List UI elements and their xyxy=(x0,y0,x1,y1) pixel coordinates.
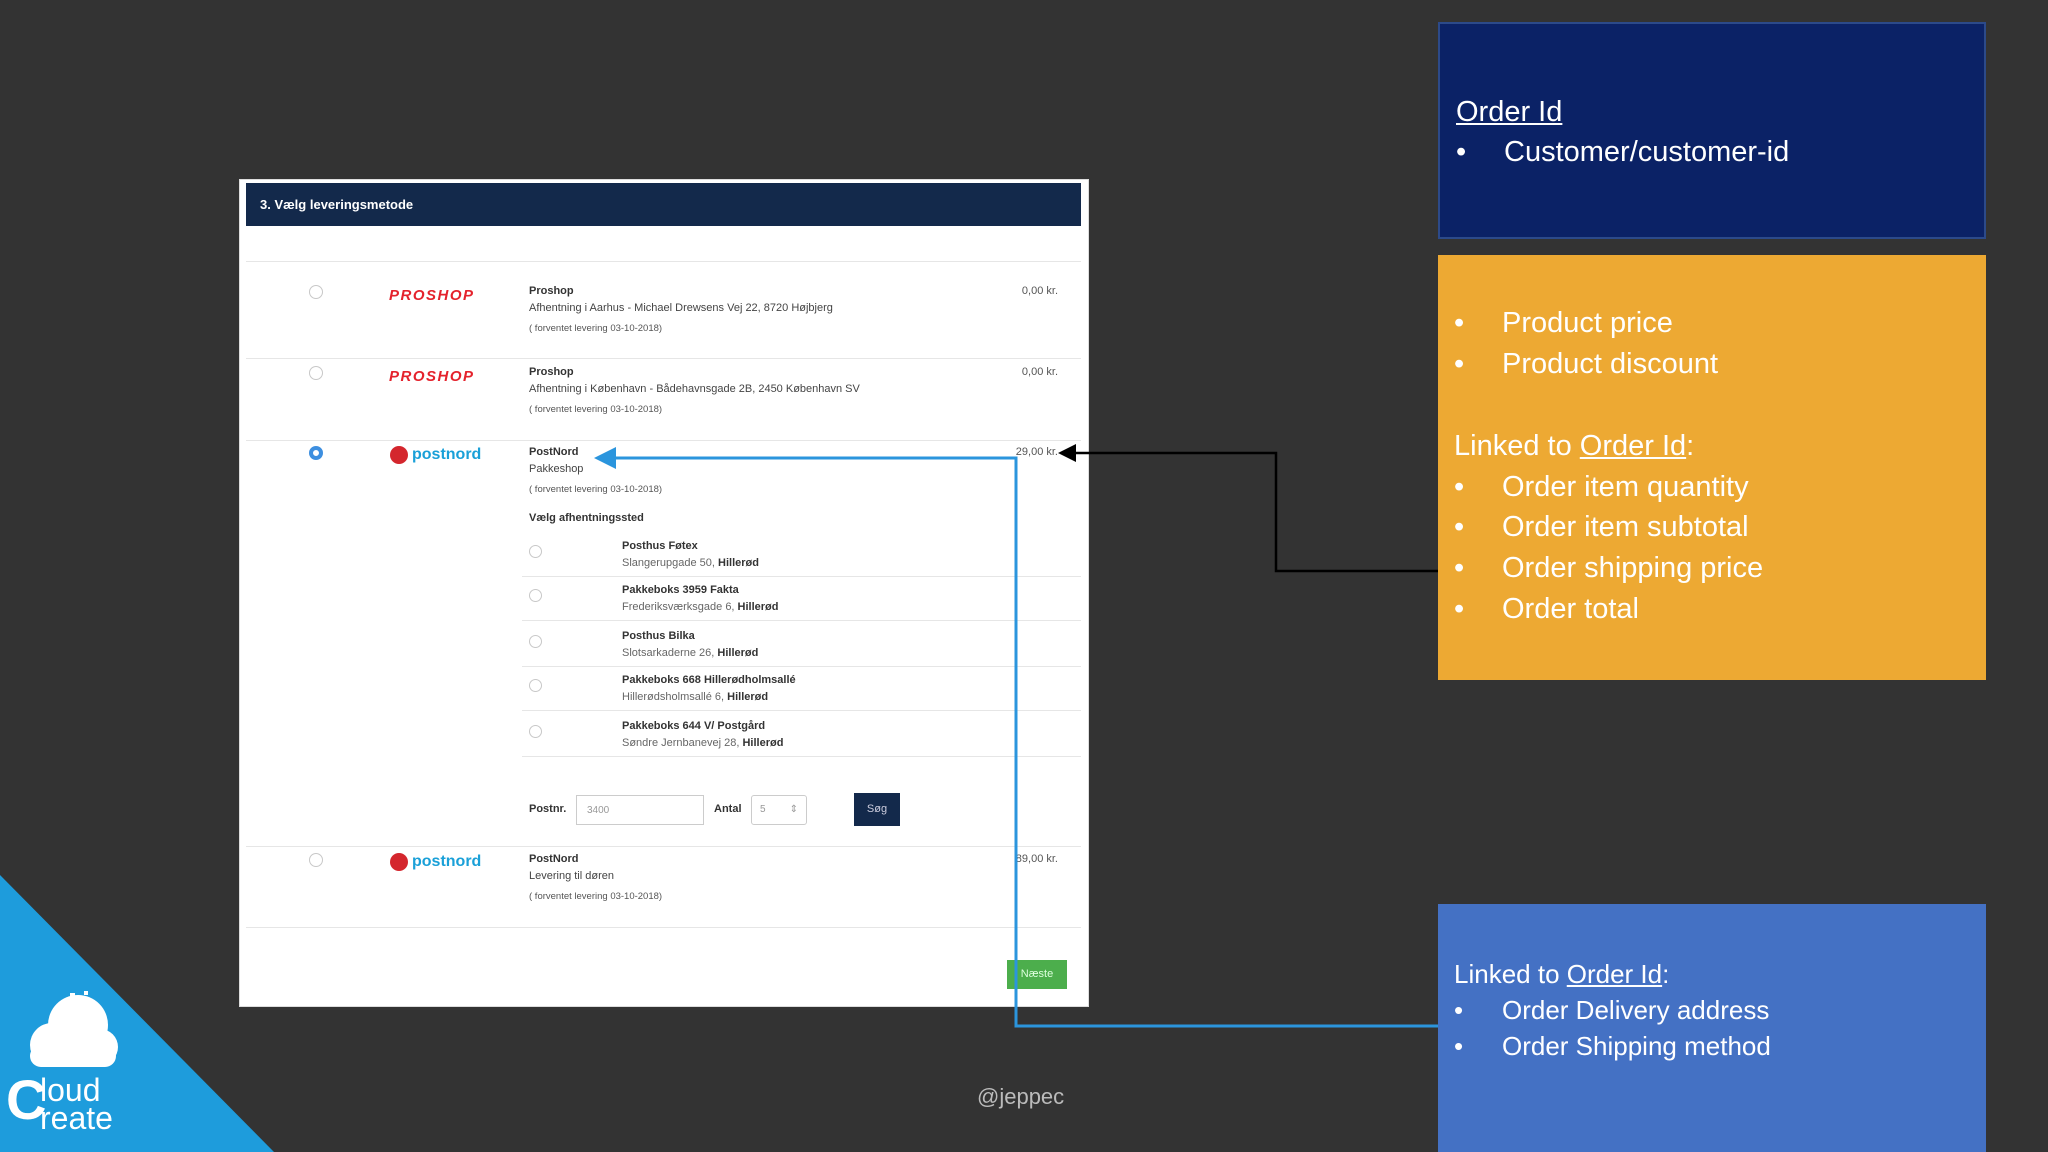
postnord-emblem-icon xyxy=(390,853,408,871)
bullet-item: •Order item subtotal xyxy=(1454,511,1749,543)
updown-icon: ⇕ xyxy=(789,804,798,815)
option-description: Pakkeshop xyxy=(529,463,584,475)
order-id-box: Order Id •Customer/customer-id xyxy=(1438,22,1986,239)
postnord-emblem-icon xyxy=(390,446,408,464)
author-handle: @jeppec xyxy=(977,1084,1065,1109)
option-price: 29,00 kr. xyxy=(1015,446,1058,458)
search-button[interactable]: Søg xyxy=(854,793,900,826)
pickup-point-address: Frederiksværksgade 6, Hillerød xyxy=(622,601,779,613)
arrowhead-black xyxy=(1058,444,1076,462)
shipping-option-radio[interactable] xyxy=(309,366,323,380)
expected-delivery: ( forventet levering 03-10-2018) xyxy=(529,323,663,334)
linked-label: Linked to Order Id: xyxy=(1454,430,1695,462)
pickup-point-radio[interactable] xyxy=(529,635,542,648)
carrier-name: Proshop xyxy=(529,285,574,297)
postnord-logo: postnord xyxy=(390,853,481,871)
delivery-box: Linked to Order Id: •Order Delivery addr… xyxy=(1438,904,1986,1152)
pickup-point-radio[interactable] xyxy=(529,589,542,602)
option-description: Afhentning i København - Bådehavnsgade 2… xyxy=(529,383,860,395)
carrier-name: PostNord xyxy=(529,853,579,865)
shipping-option-radio[interactable] xyxy=(309,446,323,460)
expected-delivery: ( forventet levering 03-10-2018) xyxy=(529,891,663,902)
pickup-point-address: Søndre Jernbanevej 28, Hillerød xyxy=(622,737,784,749)
bullet-item: •Order shipping price xyxy=(1454,552,1764,584)
option-description: Afhentning i Aarhus - Michael Drewsens V… xyxy=(529,302,833,314)
pickup-point-address: Hillerødsholmsallé 6, Hillerød xyxy=(622,691,769,703)
postnord-logo: postnord xyxy=(390,446,481,464)
shipping-price-arrow xyxy=(1072,451,1493,573)
logo-c: C xyxy=(6,1068,47,1131)
bullet-item: •Order total xyxy=(1454,593,1639,625)
pickup-point-name: Posthus Føtex xyxy=(622,540,698,552)
carrier-name: PostNord xyxy=(529,446,579,458)
shipping-option-radio[interactable] xyxy=(309,853,323,867)
bullet-item: •Order Shipping method xyxy=(1454,1031,1771,1061)
pickup-point-name: Pakkeboks 668 Hillerødholmsallé xyxy=(622,674,796,686)
pickup-point-address: Slangerupgade 50, Hillerød xyxy=(622,557,759,569)
shipping-option-radio[interactable] xyxy=(309,285,323,299)
bullet-item: •Product discount xyxy=(1454,348,1719,380)
antal-label: Antal xyxy=(714,803,742,815)
pickup-point-radio[interactable] xyxy=(529,725,542,738)
option-description: Levering til døren xyxy=(529,870,614,882)
option-price: 0,00 kr. xyxy=(1021,366,1058,378)
bullet-item: •Customer/customer-id xyxy=(1456,136,1790,168)
linked-label: Linked to Order Id: xyxy=(1454,959,1670,989)
bullet-item: •Product price xyxy=(1454,307,1673,339)
order-id-title: Order Id xyxy=(1456,96,1563,128)
pickup-label: Vælg afhentningssted xyxy=(529,512,644,524)
cloud-icon xyxy=(30,991,118,1067)
proshop-logo: PROSHOP xyxy=(389,287,475,304)
pickup-point-address: Slotsarkaderne 26, Hillerød xyxy=(622,647,759,659)
pickup-point-radio[interactable] xyxy=(529,545,542,558)
bullet-item: •Order item quantity xyxy=(1454,471,1749,503)
pickup-point-radio[interactable] xyxy=(529,679,542,692)
option-price: 0,00 kr. xyxy=(1021,285,1058,297)
section-header: 3. Vælg leveringsmetode xyxy=(246,183,1081,226)
bullet-item: •Order Delivery address xyxy=(1454,995,1770,1025)
pickup-point-name: Pakkeboks 3959 Fakta xyxy=(622,584,739,596)
postnr-label: Postnr. xyxy=(529,803,567,815)
postnr-input[interactable] xyxy=(576,795,704,825)
corner-triangle xyxy=(0,875,274,1152)
expected-delivery: ( forventet levering 03-10-2018) xyxy=(529,404,663,415)
checkout-screenshot xyxy=(239,179,1089,1007)
pickup-point-name: Posthus Bilka xyxy=(622,630,695,642)
option-price: 89,00 kr. xyxy=(1015,853,1058,865)
order-items-box: •Product price •Product discount Linked … xyxy=(1438,255,1986,680)
arrowhead-blue xyxy=(594,447,616,469)
expected-delivery: ( forventet levering 03-10-2018) xyxy=(529,484,663,495)
antal-select[interactable]: 5⇕ xyxy=(751,795,807,825)
pickup-point-name: Pakkeboks 644 V/ Postgård xyxy=(622,720,766,732)
antal-value: 5 xyxy=(760,804,766,815)
delivery-method-arrow xyxy=(612,456,1438,1028)
carrier-name: Proshop xyxy=(529,366,574,378)
proshop-logo: PROSHOP xyxy=(389,368,475,385)
